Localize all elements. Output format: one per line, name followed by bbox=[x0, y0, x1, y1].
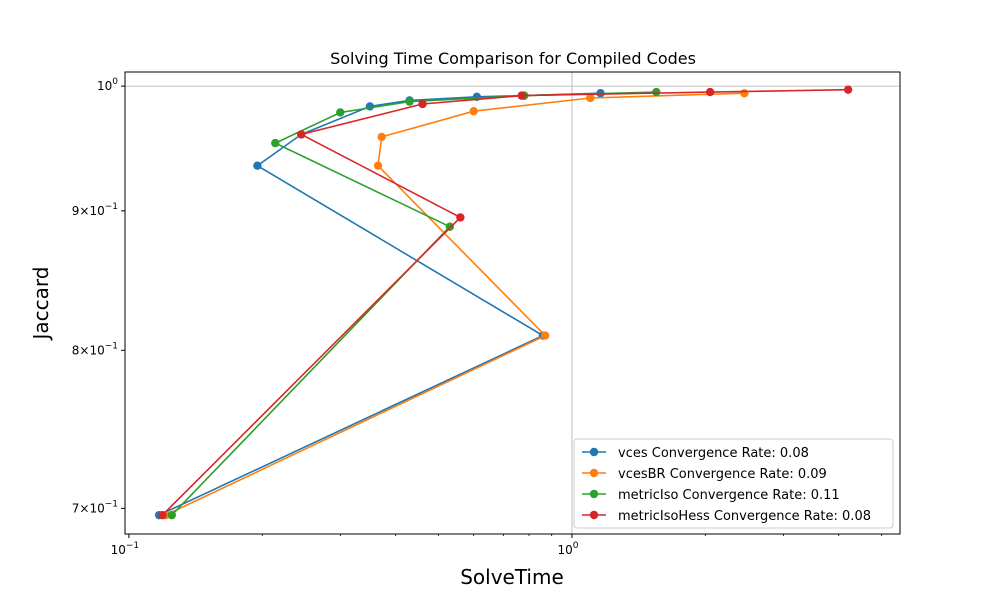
data-point bbox=[740, 89, 749, 98]
data-point bbox=[843, 85, 853, 94]
data-point bbox=[652, 87, 661, 97]
x-tick-exponent: −1 bbox=[126, 541, 139, 551]
data-point bbox=[540, 331, 550, 340]
data-point bbox=[336, 108, 345, 117]
data-point bbox=[456, 213, 465, 222]
data-point bbox=[705, 87, 715, 97]
legend-marker bbox=[589, 468, 599, 478]
data-point bbox=[517, 91, 526, 100]
legend: vces Convergence Rate: 0.08 vcesBR Conver… bbox=[573, 438, 894, 529]
plot-frame bbox=[124, 71, 901, 535]
data-point bbox=[405, 97, 414, 106]
data-point bbox=[586, 93, 595, 103]
legend-marker bbox=[589, 447, 599, 457]
series-layer bbox=[154, 85, 853, 520]
data-point bbox=[469, 107, 478, 116]
y-tick-exponent: 0 bbox=[112, 77, 118, 87]
legend-label: vcesBR Convergence Rate: 0.09 bbox=[618, 467, 827, 482]
y-tick-exponent: −1 bbox=[105, 202, 118, 212]
data-point bbox=[445, 222, 454, 231]
x-tick-exponent: 0 bbox=[573, 541, 579, 551]
chart-title: Solving Time Comparison for Compiled Cod… bbox=[330, 49, 696, 68]
y-axis-label: Jaccard bbox=[29, 267, 53, 342]
legend-label: metricIso Convergence Rate: 0.11 bbox=[618, 488, 840, 503]
grid-lines bbox=[125, 72, 900, 534]
legend-items: vces Convergence Rate: 0.08 vcesBR Conver… bbox=[582, 446, 871, 524]
legend-marker bbox=[589, 510, 599, 520]
y-tick-exponent: −1 bbox=[105, 341, 118, 351]
data-point bbox=[377, 132, 386, 142]
series-3 bbox=[158, 85, 853, 520]
data-point bbox=[271, 138, 280, 148]
legend-marker bbox=[589, 489, 599, 499]
data-point bbox=[167, 510, 177, 520]
legend-box bbox=[573, 438, 894, 529]
x-axis-label: SolveTime bbox=[460, 565, 564, 589]
data-point bbox=[418, 99, 427, 109]
data-point bbox=[373, 161, 383, 170]
data-point bbox=[365, 102, 375, 111]
data-point bbox=[297, 130, 306, 139]
data-point bbox=[253, 161, 262, 170]
legend-label: metricIsoHess Convergence Rate: 0.08 bbox=[618, 509, 871, 524]
y-tick-exponent: −1 bbox=[105, 499, 118, 509]
legend-label: vces Convergence Rate: 0.08 bbox=[618, 446, 809, 461]
data-point bbox=[158, 510, 167, 520]
